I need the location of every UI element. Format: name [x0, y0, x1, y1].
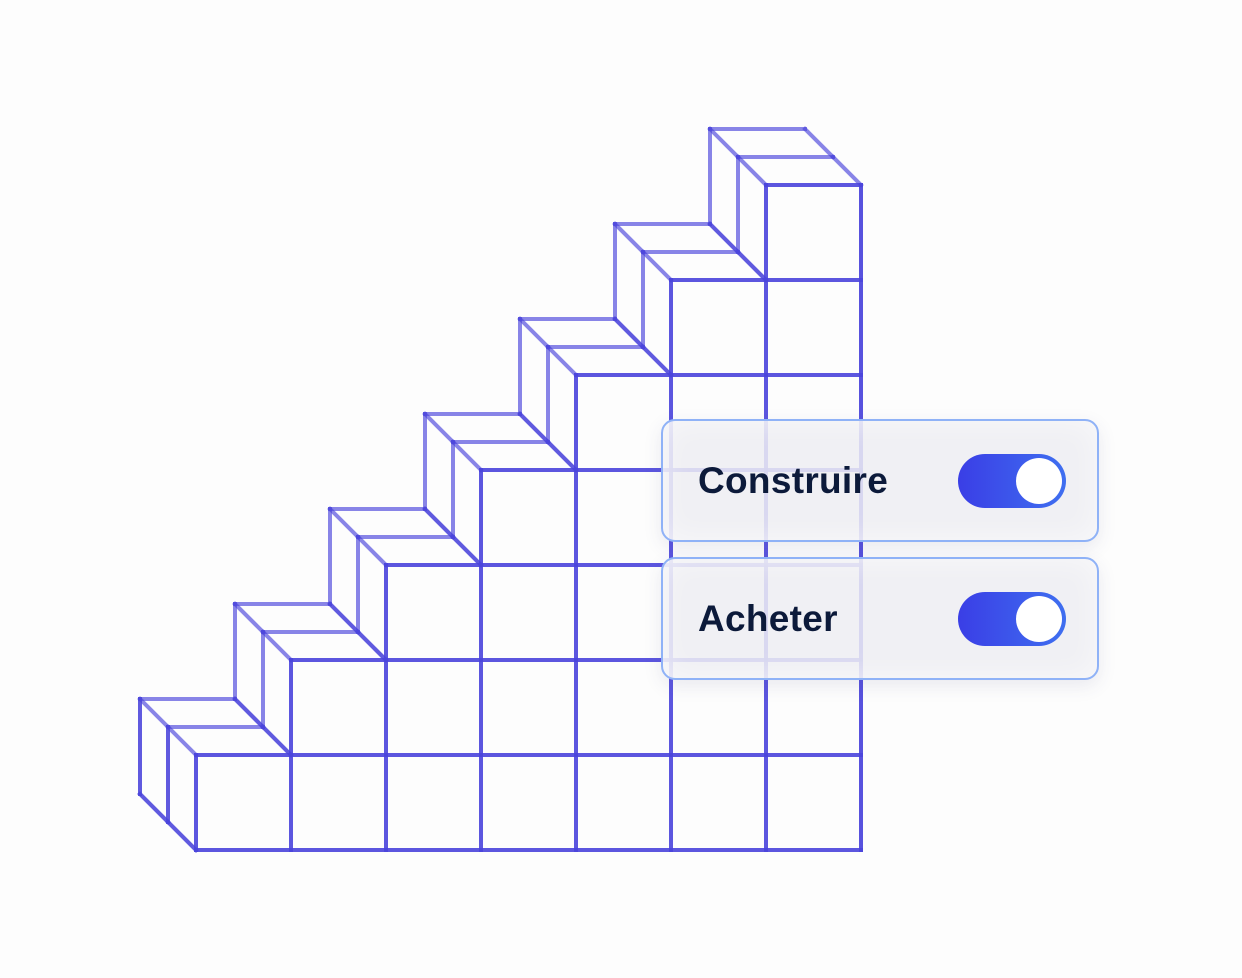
cube-edge [165, 724, 199, 758]
cube-edge [232, 601, 266, 635]
acheter-toggle-card: Acheter [661, 557, 1099, 680]
cube-edge [612, 221, 646, 255]
cube-edge [327, 506, 361, 540]
cube-edge [355, 629, 389, 663]
cube-edge [232, 696, 266, 730]
cube-edge [612, 316, 646, 350]
cube-edge [545, 344, 579, 378]
acheter-label: Acheter [698, 597, 838, 639]
cube-edge [137, 696, 171, 730]
acheter-toggle-switch[interactable] [958, 591, 1066, 646]
toggle-knob [1016, 457, 1062, 504]
cube-edge [545, 439, 579, 473]
cube-edge [517, 316, 551, 350]
cube-edge [707, 126, 741, 160]
cube-edge [450, 439, 484, 473]
construire-toggle-switch[interactable] [958, 453, 1066, 508]
cube-edge [422, 506, 456, 540]
cube-edge [735, 249, 769, 283]
cube-edge [327, 601, 361, 635]
cube-edge [260, 724, 294, 758]
toggle-knob [1016, 595, 1062, 642]
construire-toggle-card: Construire [661, 419, 1099, 542]
cube-edge [422, 411, 456, 445]
construire-label: Construire [698, 459, 889, 501]
cube-edge [735, 154, 769, 188]
cube-edge [640, 344, 674, 378]
cube-edge [830, 154, 864, 188]
cube-edge [640, 249, 674, 283]
cube-edge [450, 534, 484, 568]
cube-edge [355, 534, 389, 568]
cube-edge [137, 791, 171, 825]
cube-edge [517, 411, 551, 445]
cube-edge [165, 819, 199, 853]
cube-edge [707, 221, 741, 255]
cube-edge [260, 629, 294, 663]
cube-edge [802, 126, 836, 160]
